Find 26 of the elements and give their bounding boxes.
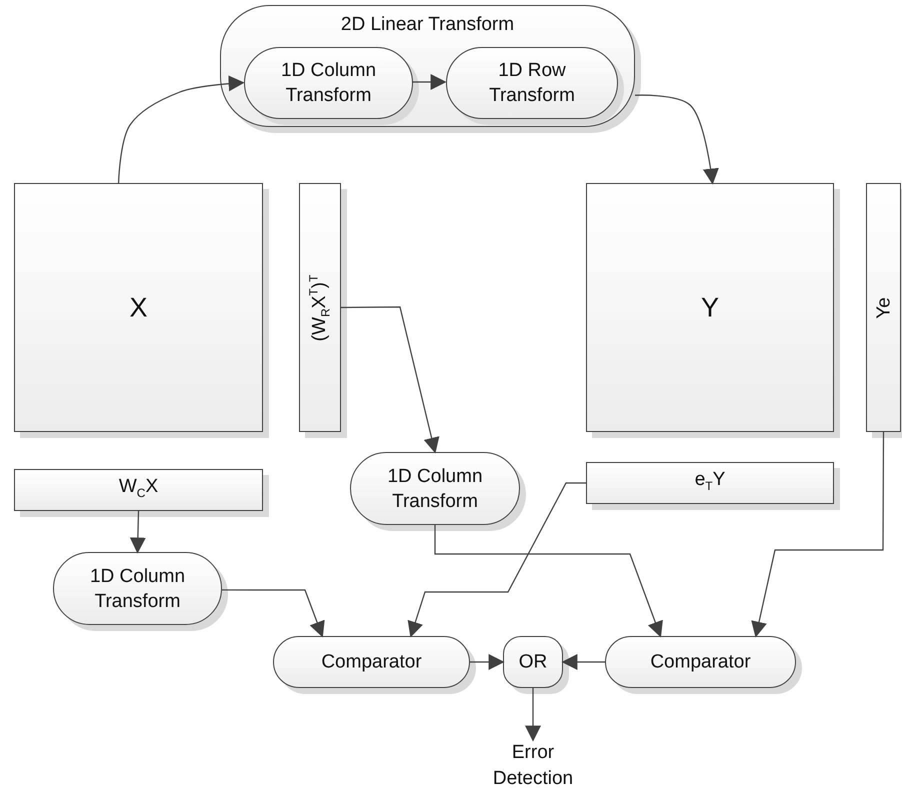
- node-label: W$_{C}$X: [118, 475, 160, 502]
- arrow: [222, 589, 325, 638]
- node-label: OR: [518, 650, 548, 674]
- arrow: [634, 94, 719, 185]
- node-label: 1D Column Transform: [88, 564, 186, 614]
- group-title: 2D Linear Transform: [340, 13, 516, 37]
- node-label: Comparator: [320, 650, 423, 674]
- arrow: [118, 75, 245, 184]
- node-label: Ye: [872, 296, 895, 318]
- arrow: [130, 510, 146, 554]
- node-label: Comparator: [649, 650, 752, 674]
- node-label: 1D Column Transform: [280, 59, 378, 108]
- arrow: [751, 432, 884, 638]
- arrow: [434, 525, 663, 638]
- node-label: 1D Column Transform: [386, 464, 484, 514]
- node-label: X: [128, 295, 148, 320]
- output-label: Error Detection: [470, 740, 596, 794]
- arrow: [412, 74, 447, 90]
- node-label: Y: [700, 295, 720, 320]
- node-label: e$_{T}$Y: [694, 468, 726, 495]
- arrow: [525, 688, 541, 742]
- node-label: 1D Row Transform: [488, 59, 576, 108]
- arrow: [408, 482, 586, 638]
- arrow: [341, 306, 440, 454]
- arrow: [561, 654, 605, 670]
- arrow: [470, 654, 505, 670]
